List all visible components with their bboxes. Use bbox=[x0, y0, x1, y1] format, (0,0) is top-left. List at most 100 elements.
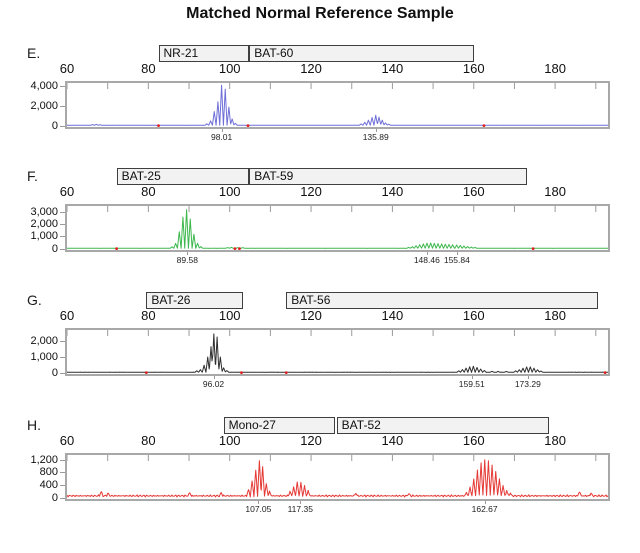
y-axis-tick-label: 2,000 bbox=[30, 218, 58, 231]
marker-range-box: Mono-27 bbox=[223, 417, 335, 434]
x-axis-tick-label: 80 bbox=[141, 184, 156, 199]
marker-range-box: NR-21 bbox=[158, 45, 250, 62]
y-axis-tick-label: 3,000 bbox=[30, 205, 58, 218]
peak-size-label: 117.35 bbox=[287, 504, 313, 514]
y-axis-tick-mark bbox=[60, 236, 65, 238]
marker-range-box: BAT-52 bbox=[336, 417, 549, 434]
y-axis-tick-label: 4,000 bbox=[30, 80, 58, 93]
peak-size-tick bbox=[300, 501, 302, 504]
artifact-dot bbox=[531, 247, 535, 250]
y-axis-tick-label: 400 bbox=[39, 478, 58, 491]
marker-name-label: BAT-59 bbox=[254, 169, 294, 183]
y-axis-tick-mark bbox=[60, 459, 65, 461]
peak-size-tick bbox=[484, 501, 486, 504]
artifact-dot bbox=[233, 247, 237, 250]
x-axis-tick-label: 140 bbox=[381, 308, 404, 323]
panel-letter: E. bbox=[27, 45, 41, 61]
trace-path bbox=[67, 459, 608, 498]
marker-name-label: BAT-25 bbox=[121, 169, 161, 183]
peak-size-tick bbox=[471, 376, 473, 379]
marker-range-box: BAT-26 bbox=[146, 292, 244, 309]
y-axis-tick-label: 1,000 bbox=[30, 350, 58, 363]
trace-plot-svg bbox=[67, 455, 608, 498]
trace-plot-svg bbox=[67, 330, 608, 374]
x-axis-tick-label: 140 bbox=[381, 184, 404, 199]
y-axis-tick-label: 2,000 bbox=[30, 334, 58, 347]
y-axis-tick-mark bbox=[60, 248, 65, 250]
x-axis-tick-label: 80 bbox=[141, 433, 156, 448]
x-axis-tick-label: 160 bbox=[462, 61, 485, 76]
marker-name-label: NR-21 bbox=[163, 46, 199, 60]
peak-size-label: 96.02 bbox=[202, 379, 225, 389]
peak-size-tick bbox=[527, 376, 529, 379]
peak-size-tick bbox=[213, 376, 215, 379]
x-axis-tick-label: 140 bbox=[381, 433, 404, 448]
marker-name-label: Mono-27 bbox=[228, 418, 276, 432]
y-axis-tick-mark bbox=[60, 86, 65, 88]
marker-range-box: BAT-56 bbox=[286, 292, 598, 309]
y-axis-tick-mark bbox=[60, 472, 65, 474]
x-axis-tick-label: 100 bbox=[218, 433, 241, 448]
peak-size-tick bbox=[456, 252, 458, 255]
y-axis-tick-label: 0 bbox=[51, 366, 58, 379]
peak-size-label: 135.89 bbox=[362, 132, 389, 142]
x-axis-tick-label: 180 bbox=[544, 308, 566, 323]
peak-size-tick bbox=[187, 252, 189, 255]
x-axis-tick-label: 140 bbox=[381, 61, 404, 76]
artifact-dot bbox=[144, 371, 148, 374]
artifact-dot bbox=[238, 247, 241, 250]
y-axis-tick-mark bbox=[60, 497, 65, 499]
artifact-dot bbox=[157, 124, 160, 127]
y-axis-tick-label: 0 bbox=[51, 242, 58, 255]
trace-path bbox=[67, 333, 608, 373]
trace-path bbox=[67, 209, 608, 249]
x-axis-tick-label: 100 bbox=[218, 308, 241, 323]
artifact-dot bbox=[482, 124, 486, 127]
y-axis-tick-mark bbox=[60, 484, 65, 486]
y-axis-tick-label: 1,000 bbox=[30, 230, 58, 243]
artifact-dot bbox=[115, 247, 119, 250]
trace-plot-svg bbox=[67, 83, 608, 127]
trace-plot-svg bbox=[67, 206, 608, 250]
marker-range-box: BAT-25 bbox=[116, 168, 250, 185]
peak-size-label: 155.84 bbox=[443, 255, 470, 265]
plot-area bbox=[65, 81, 610, 129]
marker-name-label: BAT-26 bbox=[151, 293, 191, 307]
artifact-dot bbox=[246, 124, 250, 127]
peak-size-label: 159.51 bbox=[458, 379, 485, 389]
x-axis-tick-label: 80 bbox=[141, 308, 156, 323]
y-axis-tick-label: 2,000 bbox=[30, 99, 58, 112]
artifact-dot bbox=[240, 371, 243, 374]
peak-size-label: 162.67 bbox=[471, 504, 498, 514]
artifact-dot bbox=[284, 371, 288, 374]
x-axis-tick-label: 120 bbox=[300, 61, 322, 76]
x-axis-tick-label: 60 bbox=[59, 433, 75, 448]
plot-area bbox=[65, 328, 610, 376]
y-axis-tick-mark bbox=[60, 372, 65, 374]
x-axis-tick-label: 160 bbox=[462, 184, 485, 199]
y-axis-tick-mark bbox=[60, 105, 65, 107]
peak-size-tick bbox=[426, 252, 428, 255]
plot-area bbox=[65, 204, 610, 252]
marker-name-label: BAT-56 bbox=[291, 293, 331, 307]
x-axis-tick-label: 60 bbox=[59, 61, 75, 76]
x-axis-tick-label: 180 bbox=[544, 433, 566, 448]
peak-size-tick bbox=[258, 501, 260, 504]
y-axis-tick-mark bbox=[60, 356, 65, 358]
x-axis-tick-label: 100 bbox=[218, 61, 241, 76]
peak-size-label: 148.46 bbox=[413, 255, 440, 265]
x-axis-tick-label: 160 bbox=[462, 433, 485, 448]
y-axis-tick-label: 800 bbox=[39, 466, 58, 479]
x-axis-tick-label: 120 bbox=[300, 433, 322, 448]
peak-size-tick bbox=[221, 129, 223, 132]
y-axis-tick-label: 0 bbox=[51, 119, 58, 132]
y-axis-tick-label: 0 bbox=[51, 491, 58, 504]
x-axis-tick-label: 100 bbox=[218, 184, 241, 199]
marker-name-label: BAT-60 bbox=[254, 46, 294, 60]
y-axis-tick-mark bbox=[60, 224, 65, 226]
x-axis-tick-label: 120 bbox=[300, 184, 322, 199]
trace-path bbox=[67, 84, 608, 126]
